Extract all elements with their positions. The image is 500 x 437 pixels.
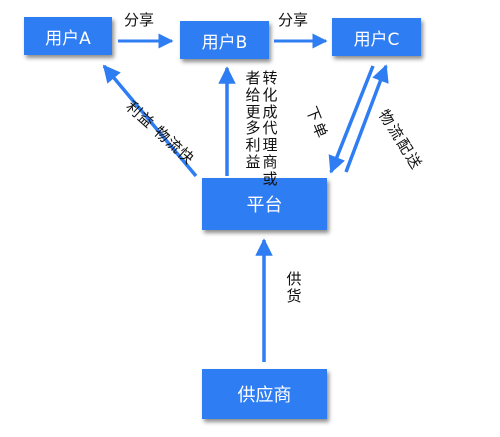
arrow-c-to-platform <box>328 65 375 174</box>
node-supplier: 供应商 <box>202 369 327 419</box>
node-user-b: 用户B <box>180 21 269 59</box>
label-convert-line-2: 转化成代理商或 <box>262 69 278 188</box>
label-share-a-to-b: 分享 <box>124 11 155 29</box>
node-platform: 平台 <box>202 178 327 230</box>
node-user-a: 用户A <box>24 17 112 55</box>
arrow-platform-to-a <box>102 64 198 178</box>
node-user-c: 用户C <box>332 18 421 56</box>
label-share-b-to-c: 分享 <box>278 11 309 29</box>
label-convert-line-1: 者给更多利益 <box>245 69 261 171</box>
label-supply: 供货 <box>286 270 302 305</box>
arrow-platform-to-c <box>344 64 389 173</box>
